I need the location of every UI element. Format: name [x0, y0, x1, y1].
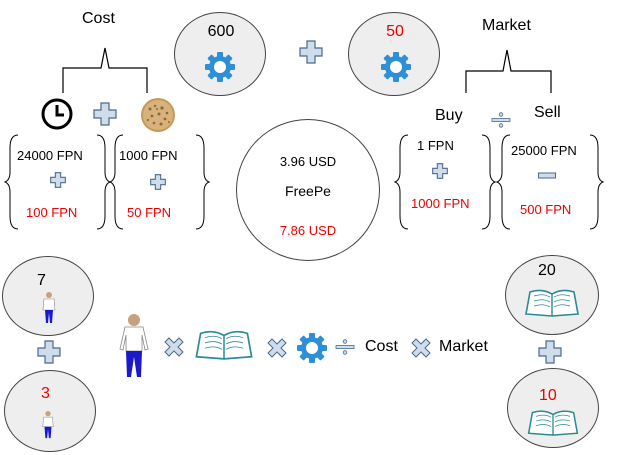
usd-value-red-number: 7.86 USD	[279, 223, 337, 238]
clock-icon	[41, 98, 73, 130]
buy-label: Buy	[435, 107, 463, 124]
brace-left-3	[393, 134, 409, 230]
divide-icon	[335, 339, 355, 355]
books-oval: 20	[505, 255, 599, 335]
coin-icon	[141, 98, 175, 132]
people-oval-red: 3	[4, 370, 96, 452]
multiply-icon	[164, 337, 184, 357]
market-bracket	[465, 49, 552, 93]
sell-label: Sell	[534, 104, 561, 121]
sell-value: 25000 FPN	[511, 143, 577, 158]
buy-value: 1 FPN	[417, 138, 454, 153]
brace-left-1	[3, 134, 19, 230]
multiply-icon	[267, 338, 287, 358]
usd-value: 3.96 USD	[279, 154, 337, 169]
book-icon	[525, 289, 579, 317]
cost-time-value: 24000 FPN	[17, 148, 83, 163]
minus-icon	[538, 172, 556, 179]
brace-right-4	[589, 134, 605, 230]
sell-value-red: 500 FPN	[520, 202, 572, 217]
market-label: Market	[482, 17, 531, 34]
cost-coin-value: 1000 FPN	[119, 148, 178, 163]
divide-icon	[491, 112, 511, 128]
freepe-circle: 3.96 USD FreePe 7.86 USD	[236, 119, 380, 261]
plus-icon	[93, 102, 117, 126]
formula-market-label: Market	[439, 338, 488, 355]
gear-icon	[381, 52, 411, 82]
plus-icon	[432, 163, 448, 179]
formula-cost-label: Cost	[365, 338, 398, 355]
multiply-icon	[411, 338, 431, 358]
brace-right-2	[195, 134, 211, 230]
plus-icon	[150, 174, 166, 190]
brace-right-3	[481, 134, 497, 230]
buy-value-red: 1000 FPN	[411, 196, 470, 211]
books-count: 20	[538, 262, 556, 279]
gear-icon	[297, 333, 327, 363]
book-icon	[527, 410, 579, 436]
cost-bracket	[62, 47, 148, 93]
brace-left-2	[108, 134, 124, 230]
books-count-red: 10	[539, 387, 557, 404]
books-oval-red: 10	[507, 368, 599, 448]
brace-left-4	[495, 134, 511, 230]
plus-icon	[50, 172, 66, 188]
cost-coin-value-red: 50 FPN	[127, 205, 172, 220]
gear-count-red: 50	[386, 23, 404, 40]
plus-icon	[538, 340, 562, 364]
freepe-name: FreePe	[285, 183, 331, 199]
cost-label: Cost	[82, 10, 115, 27]
gear-icon	[205, 52, 235, 82]
people-oval: 7	[2, 256, 94, 336]
plus-icon	[299, 40, 323, 64]
plus-icon	[37, 340, 61, 364]
gear-oval-red: 50	[348, 12, 440, 96]
people-count-red: 3	[41, 385, 50, 402]
gear-oval: 600	[174, 12, 266, 96]
person-icon	[42, 411, 54, 439]
person-icon	[119, 314, 149, 377]
cost-coin-value-red-wrap: 50 FPN	[127, 205, 171, 221]
person-icon	[42, 292, 56, 323]
usd-value-bottom-wrap: 7.86 USD	[237, 223, 379, 239]
gear-count: 600	[207, 23, 235, 40]
book-icon	[195, 330, 253, 360]
brace-right-1	[96, 134, 112, 230]
people-count: 7	[37, 272, 46, 289]
cost-time-value-red: 100 FPN	[26, 205, 78, 220]
